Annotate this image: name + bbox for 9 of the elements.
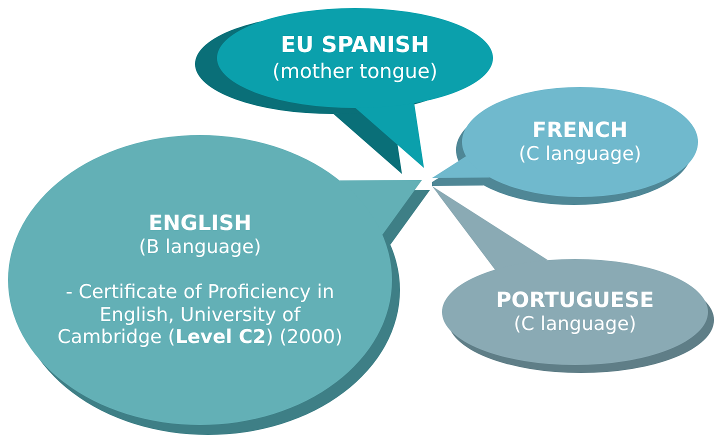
certificate-note: - Certificate of Proficiency in English, University of Cambridge (Level C2) (2000) [56, 280, 344, 350]
language-level: (B language) [138, 236, 262, 259]
language-level: (C language) [514, 313, 636, 336]
language-name: ENGLISH [148, 210, 252, 236]
language-name: PORTUGUESE [496, 288, 654, 314]
language-name: FRENCH [532, 118, 628, 144]
language-level: (C language) [518, 143, 642, 166]
language-name: EU SPANISH [280, 32, 430, 60]
language-level: (mother tongue) [272, 59, 438, 84]
